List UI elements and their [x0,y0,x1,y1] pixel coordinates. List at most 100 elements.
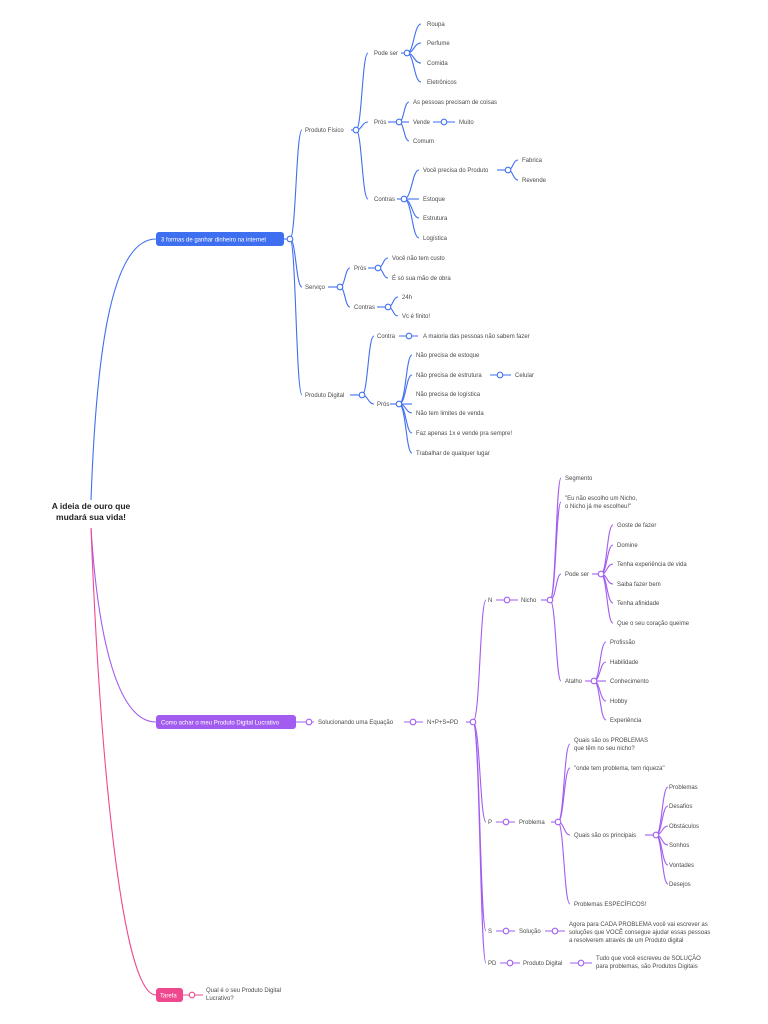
node-conhecimento[interactable]: Conhecimento [610,679,649,685]
collapse-dot[interactable] [496,371,504,379]
node-pd-text-line2[interactable]: para problemas, são Produtos Digitais [596,964,698,970]
node-habilidade[interactable]: Habilidade [610,660,639,666]
node-servico[interactable]: Serviço [305,285,326,291]
node-pros-digital[interactable]: Prós [377,402,389,408]
node-obstaculos[interactable]: Obstáculos [669,824,699,830]
node-pros-fisico[interactable]: Prós [374,120,386,126]
node-segmento[interactable]: Segmento [565,476,593,482]
node-quote-line1[interactable]: "Eu não escolho um Nicho, [565,496,638,502]
node-problemas[interactable]: Problemas [669,785,698,791]
node-sonhos[interactable]: Sonhos [669,843,689,849]
collapse-dot[interactable] [188,991,196,999]
collapse-dot[interactable] [503,596,511,604]
node-solucao-text-line3[interactable]: a resolverem através de um Produto digit… [569,938,683,944]
node-comum[interactable]: Comum [413,139,434,145]
node-perfume[interactable]: Perfume [427,41,450,47]
node-contra-digital[interactable]: Contra [377,334,396,340]
node-nicho[interactable]: Nicho [521,598,537,604]
node-afinidade[interactable]: Tenha afinidade [617,601,660,607]
collapse-dot[interactable] [440,118,448,126]
node-quais-problemas-line1[interactable]: Quais são os PROBLEMAS [574,738,648,744]
node-24h[interactable]: 24h [402,295,412,301]
branch-pill-ganhar-dinheiro[interactable]: 3 formas de ganhar dinheiro na internet [156,232,284,246]
node-sem-limites[interactable]: Não tem limites de venda [416,411,484,417]
node-revende[interactable]: Revende [522,178,547,184]
branch-pill-achar-produto[interactable]: Como achar o meu Produto Digital Lucrati… [156,715,296,729]
collapse-dot[interactable] [506,959,514,967]
collapse-dot[interactable] [352,126,360,134]
node-fabrica[interactable]: Fabrica [522,158,543,164]
node-goste-de-fazer[interactable]: Goste de fazer [617,523,656,529]
collapse-dot[interactable] [336,283,344,291]
collapse-dot[interactable] [590,677,598,685]
node-voce-precisa[interactable]: Você precisa do Produto [423,168,489,174]
node-comida[interactable]: Comida [427,61,448,67]
collapse-dot[interactable] [405,332,413,340]
node-p[interactable]: P [488,820,492,826]
node-celular[interactable]: Celular [515,373,534,379]
node-logistica[interactable]: Logística [423,236,448,242]
collapse-dot[interactable] [502,818,510,826]
node-hobby[interactable]: Hobby [610,699,627,705]
node-nao-precisa-estoque[interactable]: Não precisa de estoque [416,353,480,359]
node-contras-servico[interactable]: Contras [354,305,375,311]
node-solucao-text-line2[interactable]: soluções que VOCÊ consegue ajudar essas … [569,928,710,936]
node-quote-line2[interactable]: o Nicho já me escolheu!" [565,504,631,510]
collapse-dot[interactable] [546,596,554,604]
node-experiencia-vida[interactable]: Tenha experiência de vida [617,562,687,568]
node-profissao[interactable]: Profissão [610,640,636,646]
node-solucao-text-line1[interactable]: Agora para CADA PROBLEMA você vai escrev… [569,922,708,928]
node-produto-digital[interactable]: Produto Digital [305,393,344,399]
collapse-dot[interactable] [504,166,512,174]
node-maioria-nao-sabe[interactable]: A maioria das pessoas não sabem fazer [423,334,530,340]
collapse-dot[interactable] [409,718,417,726]
node-coracao[interactable]: Que o seu coração queime [617,621,690,627]
node-mao-de-obra[interactable]: É só sua mão de obra [392,275,451,282]
node-solucao[interactable]: Solução [519,929,541,935]
node-tarefa-line2[interactable]: Lucrativo? [206,996,234,1002]
collapse-dot[interactable] [384,303,392,311]
node-vontades[interactable]: Vontades [669,863,694,869]
node-n[interactable]: N [488,598,492,604]
branch-pill-tarefa[interactable]: Tarefa [156,988,183,1002]
node-pd[interactable]: PD [488,961,497,967]
node-desafios[interactable]: Desafios [669,804,692,810]
node-riqueza[interactable]: "onde tem problema, tem riqueza" [574,766,665,772]
collapse-dot[interactable] [577,959,585,967]
collapse-dot[interactable] [395,400,403,408]
node-qualquer-lugar[interactable]: Trabalhar de qualquer lugar [416,451,490,457]
node-contras-fisico[interactable]: Contras [374,197,395,203]
node-equacao[interactable]: Solucionando uma Equação [318,720,394,726]
collapse-dot[interactable] [597,570,605,578]
collapse-dot[interactable] [374,264,382,272]
node-problemas-especificos[interactable]: Problemas ESPECÍFICOS! [574,901,647,908]
node-experiencia[interactable]: Experiência [610,718,642,724]
node-pode-ser-nicho[interactable]: Pode ser [565,572,589,578]
node-s[interactable]: S [488,929,492,935]
node-pros-servico[interactable]: Prós [354,266,366,272]
node-saiba-fazer[interactable]: Saiba fazer bem [617,582,661,588]
collapse-dot[interactable] [403,49,411,57]
root-node[interactable]: A ideia de ouro que mudará sua vida! [52,501,131,522]
collapse-dot[interactable] [554,818,562,826]
collapse-dot[interactable] [502,927,510,935]
node-vende[interactable]: Vende [413,120,431,126]
node-desejos[interactable]: Desejos [669,882,691,888]
node-quais-principais[interactable]: Quais são os principais [574,833,636,839]
node-estrutura[interactable]: Estrutura [423,216,448,222]
node-estoque[interactable]: Estoque [423,197,446,203]
node-produto-fisico[interactable]: Produto Físico [305,128,344,134]
collapse-dot[interactable] [551,927,559,935]
node-pode-ser[interactable]: Pode ser [374,51,398,57]
collapse-dot[interactable] [286,235,294,243]
node-nao-precisa-estrutura[interactable]: Não precisa de estrutura [416,373,482,379]
node-produto-digital-eq[interactable]: Produto Digital [523,961,562,967]
node-atalho[interactable]: Atalho [565,679,583,685]
node-sem-custo[interactable]: Você não tem custo [392,256,445,262]
collapse-dot[interactable] [469,718,477,726]
node-vc-e-finito[interactable]: Vc é finito! [402,314,430,320]
collapse-dot[interactable] [400,195,408,203]
node-pessoas-precisam[interactable]: As pessoas precisam de coisas [413,100,497,106]
node-faz-uma-vez[interactable]: Faz apenas 1x e vende pra sempre! [416,431,512,437]
node-pd-text-line1[interactable]: Tudo que você escreveu de SOLUÇÃO [596,955,701,962]
